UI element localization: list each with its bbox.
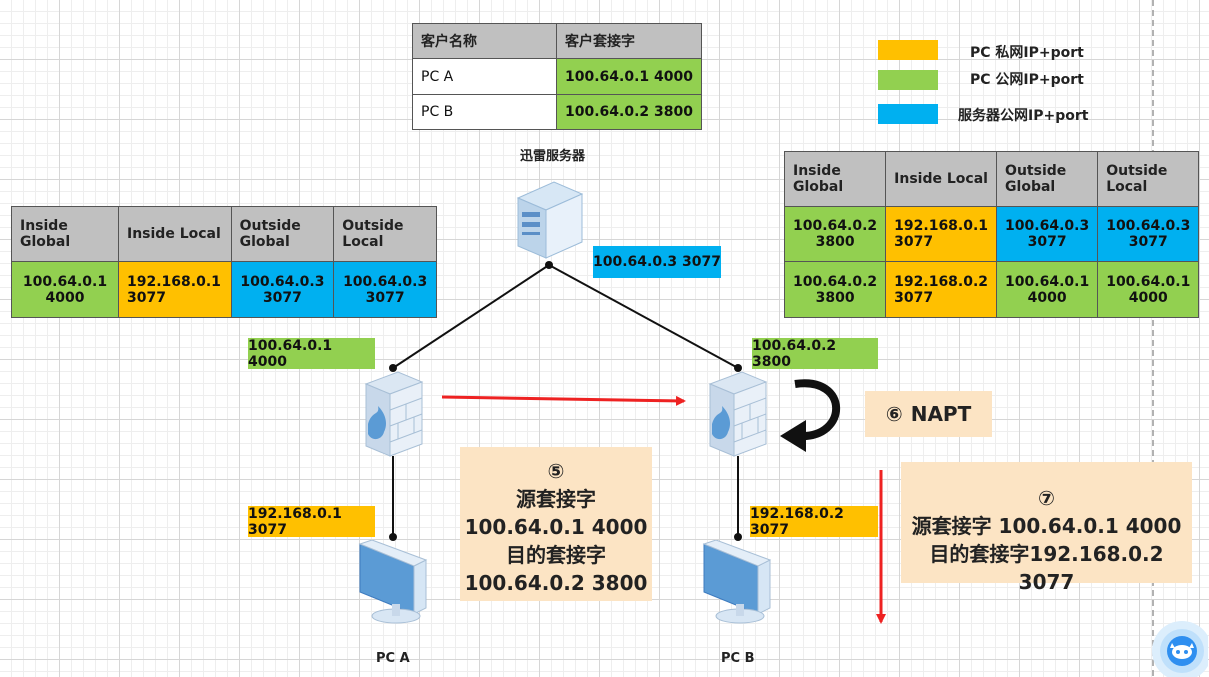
junction-pc-b — [734, 533, 742, 541]
server-address-tag: 100.64.0.3 3077 — [593, 246, 721, 278]
nat-b-cell: 192.168.0.2 3077 — [885, 261, 998, 318]
junction-router-b — [734, 364, 742, 372]
legend-swatch-server — [878, 104, 938, 124]
step7-line1: 源套接字 100.64.0.1 4000 — [911, 514, 1182, 538]
client-row-name: PC A — [412, 58, 557, 95]
step7-line2: 目的套接字192.168.0.2 3077 — [929, 542, 1164, 594]
step5-number: ⑤ — [547, 459, 565, 483]
client-table-header-socket: 客户套接字 — [556, 23, 702, 59]
client-row-name: PC B — [412, 94, 557, 130]
nat-table-b: Inside Global Inside Local Outside Globa… — [783, 151, 1200, 318]
step5-note: ⑤ 源套接字 100.64.0.1 4000 目的套接字 100.64.0.2 … — [460, 447, 652, 601]
pc-a-private-tag: 192.168.0.1 3077 — [248, 506, 375, 538]
pc-a-label: PC A — [376, 651, 410, 666]
nat-b-cell: 100.64.0.2 3800 — [783, 206, 887, 262]
nat-a-cell: 100.64.0.3 3077 — [333, 261, 437, 318]
legend-label-private: PC 私网IP+port — [970, 45, 1084, 61]
napt-curve-arrow — [794, 379, 840, 441]
pc-b-icon — [702, 540, 772, 624]
nat-a-cell: 192.168.0.1 3077 — [118, 261, 232, 318]
server-icon — [516, 181, 584, 259]
step7-number: ⑦ — [1038, 486, 1055, 510]
server-label: 迅雷服务器 — [520, 149, 586, 164]
legend-swatch-private — [878, 40, 938, 60]
junction-pc-a — [389, 533, 397, 541]
firewall-a-icon — [364, 371, 424, 457]
nat-b-header: Inside Global — [783, 151, 887, 207]
nat-b-cell: 100.64.0.1 4000 — [1097, 261, 1200, 318]
nat-b-cell: 192.168.0.1 3077 — [885, 206, 998, 262]
junction-router-a — [389, 364, 397, 372]
nat-b-header: Outside Local — [1097, 151, 1200, 207]
nat-a-header: Inside Global — [11, 206, 119, 262]
step5-line4: 100.64.0.2 3800 — [464, 571, 648, 595]
napt-arrow-head — [780, 420, 806, 452]
client-row-socket: 100.64.0.2 3800 — [556, 94, 702, 130]
step7-note: ⑦ 源套接字 100.64.0.1 4000 目的套接字192.168.0.2 … — [901, 462, 1192, 594]
link-server-router-a — [392, 264, 550, 369]
step5-line1: 源套接字 — [516, 487, 596, 511]
assistant-bot-icon[interactable] — [1148, 617, 1208, 677]
firewall-b-icon — [708, 371, 768, 457]
nat-b-cell: 100.64.0.3 3077 — [1097, 206, 1200, 262]
link-server-router-b — [548, 264, 739, 369]
nat-b-header: Inside Local — [885, 151, 998, 207]
router-b-public-tag: 100.64.0.2 3800 — [752, 338, 878, 370]
nat-b-header: Outside Global — [996, 151, 1099, 207]
step6-note: ⑥ NAPT — [865, 391, 992, 437]
nat-table-a: Inside Global Inside Local Outside Globa… — [11, 206, 437, 318]
legend-label-public: PC 公网IP+port — [970, 72, 1084, 88]
red-arrow-horizontal — [441, 395, 686, 406]
client-table-header-name: 客户名称 — [412, 23, 557, 59]
step5-line2: 100.64.0.1 4000 — [464, 515, 648, 539]
nat-a-header: Outside Local — [333, 206, 437, 262]
pc-b-private-tag: 192.168.0.2 3077 — [750, 506, 878, 538]
nat-a-header: Outside Global — [230, 206, 335, 262]
nat-a-header: Inside Local — [118, 206, 232, 262]
client-socket-table: 客户名称 客户套接字 PC A 100.64.0.1 4000 PC B 100… — [412, 23, 702, 130]
router-a-public-tag: 100.64.0.1 4000 — [248, 338, 375, 370]
legend-label-server: 服务器公网IP+port — [958, 108, 1089, 124]
step6-text: NAPT — [910, 402, 972, 426]
legend-swatch-public — [878, 70, 938, 90]
client-row-socket: 100.64.0.1 4000 — [556, 58, 702, 95]
nat-a-cell: 100.64.0.1 4000 — [11, 261, 119, 318]
nat-a-cell: 100.64.0.3 3077 — [230, 261, 335, 318]
nat-b-cell: 100.64.0.1 4000 — [996, 261, 1099, 318]
pc-a-icon — [358, 540, 428, 624]
nat-b-cell: 100.64.0.3 3077 — [996, 206, 1099, 262]
nat-b-cell: 100.64.0.2 3800 — [783, 261, 887, 318]
step6-number: ⑥ — [885, 402, 903, 426]
pc-b-label: PC B — [721, 651, 755, 666]
junction-server — [545, 261, 553, 269]
step5-line3: 目的套接字 — [506, 543, 606, 567]
